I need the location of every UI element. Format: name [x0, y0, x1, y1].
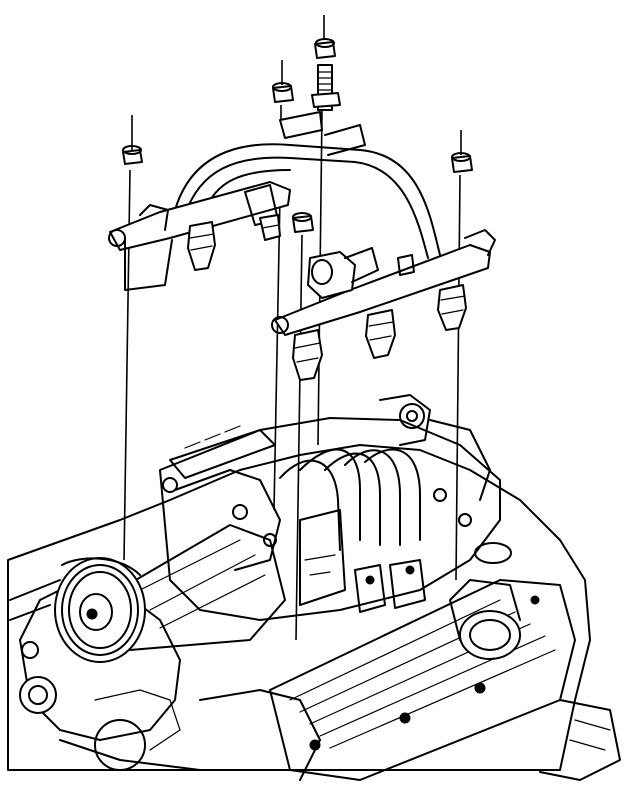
alignment-lines: [123, 15, 462, 641]
fuel-rail-assembly: [108, 111, 496, 336]
supercharger-drive-pulley: [54, 524, 286, 663]
intake-manifold: [159, 394, 501, 621]
thermostat-housing: [449, 542, 521, 660]
fuel-rail-stud: [311, 64, 341, 111]
fuel-injector: [187, 214, 467, 381]
valve-cover: [269, 579, 621, 781]
fuel-rail-nut: [122, 38, 473, 233]
